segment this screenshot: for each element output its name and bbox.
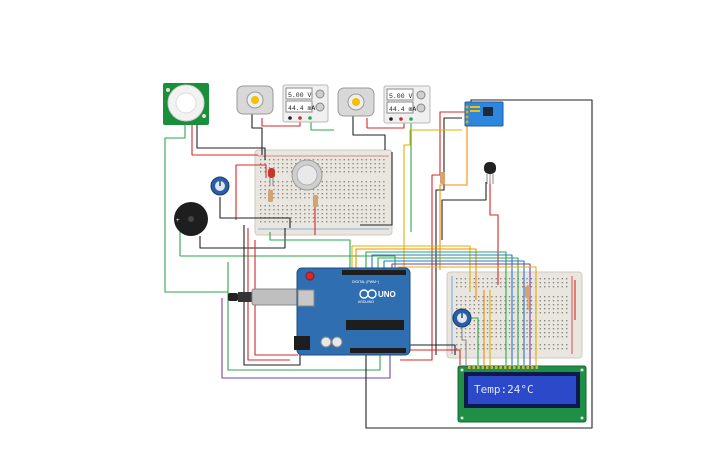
- wire: [403, 129, 462, 272]
- power-supply-2[interactable]: 5.00 V 44.4 mA: [383, 85, 431, 124]
- wire: [489, 180, 499, 285]
- ps1-voltage: 5.00 V: [288, 92, 312, 99]
- potentiometer-icon[interactable]: [210, 176, 230, 196]
- breadboard-right[interactable]: [446, 271, 583, 359]
- atmega-chip: [346, 320, 404, 330]
- wire: [269, 232, 351, 270]
- wire: [251, 112, 263, 155]
- usb-cable[interactable]: [228, 288, 299, 306]
- wire: [461, 320, 467, 365]
- wire: [236, 164, 267, 178]
- piezo-buzzer-icon[interactable]: +: [174, 202, 208, 236]
- reset-button[interactable]: [305, 271, 315, 281]
- wire: [355, 248, 477, 300]
- ps2-current: 44.4 mA: [389, 106, 416, 113]
- wire: [199, 228, 286, 249]
- gas-sensor-icon[interactable]: [291, 159, 323, 191]
- wire: [400, 344, 456, 355]
- analog-header[interactable]: [350, 348, 406, 353]
- wire: [383, 260, 525, 365]
- ps1-current: 44.4 mA: [288, 105, 315, 112]
- wire: [441, 182, 487, 240]
- wire: [221, 298, 391, 379]
- wire: [391, 263, 531, 365]
- power-supply-1[interactable]: 5.00 V 44.4 mA: [282, 84, 329, 123]
- wire: [435, 117, 462, 355]
- resistor-icon: [525, 286, 530, 298]
- esp8266-module-icon[interactable]: [464, 101, 504, 127]
- wire: [179, 225, 396, 270]
- ps2-knob[interactable]: [416, 103, 426, 113]
- arduino-uno-board[interactable]: DIGITAL (PWM~) UNO ARDUINO: [294, 267, 411, 356]
- digital-label: DIGITAL (PWM~): [352, 280, 379, 284]
- wire: [371, 254, 513, 365]
- svg-text:+: +: [176, 217, 180, 224]
- usb-port[interactable]: [297, 289, 315, 307]
- wire: [196, 120, 266, 160]
- wire: [360, 152, 393, 226]
- dc-motor-icon[interactable]: [236, 85, 274, 115]
- arduino-logo-icon: [359, 289, 377, 299]
- wire: [400, 111, 465, 361]
- wire: [365, 251, 507, 365]
- wire: [439, 122, 468, 270]
- wire: [470, 317, 479, 365]
- potentiometer-icon[interactable]: [452, 308, 472, 328]
- power-jack[interactable]: [294, 336, 310, 350]
- lcd-pins: [468, 366, 538, 369]
- ps2-knob[interactable]: [416, 90, 426, 100]
- arduino-brand: UNO: [378, 290, 396, 299]
- wire: [352, 112, 386, 150]
- wire: [405, 349, 461, 365]
- breadboard-left[interactable]: [254, 149, 393, 236]
- wire: [227, 262, 381, 371]
- wire: [377, 257, 519, 365]
- wire: [247, 228, 290, 361]
- lcd-display[interactable]: Temp:24°C: [457, 365, 587, 423]
- wire: [310, 120, 334, 131]
- temperature-sensor-icon[interactable]: [484, 162, 496, 184]
- wires[interactable]: [164, 99, 593, 429]
- wire: [254, 240, 298, 356]
- digital-header[interactable]: [342, 270, 406, 275]
- ps1-knob[interactable]: [315, 89, 325, 99]
- resistor-icon: [268, 172, 445, 207]
- led-icon[interactable]: [268, 168, 275, 186]
- wire: [191, 120, 258, 156]
- lcd-text: Temp:24°C: [474, 383, 534, 396]
- wire: [164, 120, 228, 293]
- dc-motor-icon[interactable]: [337, 87, 375, 117]
- arduino-sub: ARDUINO: [358, 300, 374, 304]
- ps2-voltage: 5.00 V: [389, 93, 413, 100]
- wire: [365, 99, 593, 429]
- wire: [351, 245, 471, 292]
- wire: [219, 197, 291, 228]
- pir-sensor-icon[interactable]: [163, 83, 209, 125]
- ps1-knob[interactable]: [315, 102, 325, 112]
